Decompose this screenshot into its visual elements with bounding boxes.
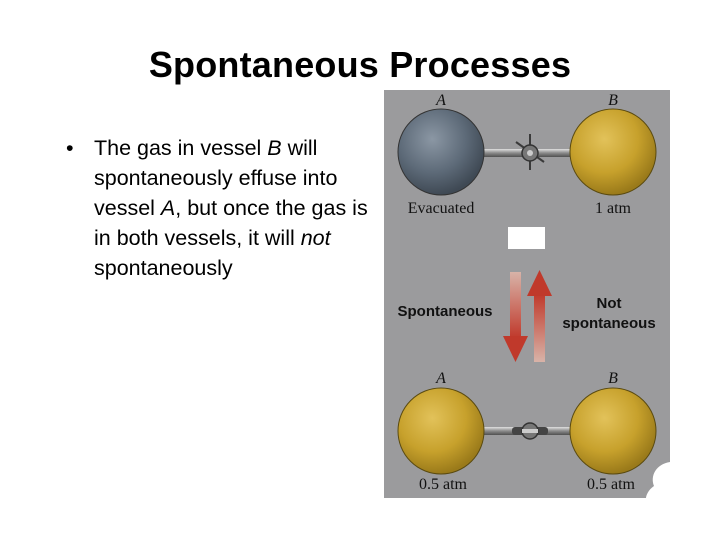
effusion-diagram: A B Evacuated 1 atm Spontaneous Not spon… [384,90,670,498]
bullet-text-part: will spontaneously effuse into vessel [94,136,338,220]
vessel-b-state-bottom: 0.5 atm [587,476,636,493]
evacuated-bulb-a [397,108,485,196]
gas-bulb-b-top [569,108,657,196]
vessel-b-state-top: 1 atm [595,200,632,217]
bullet-text-part: spontaneously [94,256,233,280]
bullet-text-part: The gas in vessel [94,136,268,160]
down-arrow-icon [503,272,528,362]
gas-bulb-a-bottom [397,387,485,475]
bullet-text-part-italic: B [267,136,282,160]
bullet-symbol: • [66,136,74,160]
bullet-text: The gas in vessel B will spontaneously e… [94,133,369,283]
vessel-a-state-top: Evacuated [408,200,475,217]
gas-bulb-b-bottom [569,387,657,475]
vessel-b-label-bottom: B [608,370,618,387]
slide-title: Spontaneous Processes [148,44,572,85]
bullet-text-part: , but once the gas is in both vessels, i… [94,196,368,250]
up-arrow-icon [527,270,552,362]
effusion-figure: A B Evacuated 1 atm Spontaneous Not spon… [384,90,670,498]
not-spontaneous-label-line2: spontaneous [562,315,655,332]
vessel-a-state-bottom: 0.5 atm [419,476,468,493]
spontaneous-label: Spontaneous [397,303,492,320]
bullet-text-part-italic: A [160,196,176,220]
vessel-a-label-top: A [435,92,446,109]
not-spontaneous-label-line1: Not [597,295,622,312]
white-patch [508,227,545,249]
vessel-b-label-top: B [608,92,618,109]
corner-blob [646,462,670,498]
vessel-a-label-bottom: A [435,370,446,387]
stopcock-closed-icon [515,134,545,170]
bullet-text-part-italic: not [300,226,331,250]
stopcock-open-icon [512,422,548,440]
